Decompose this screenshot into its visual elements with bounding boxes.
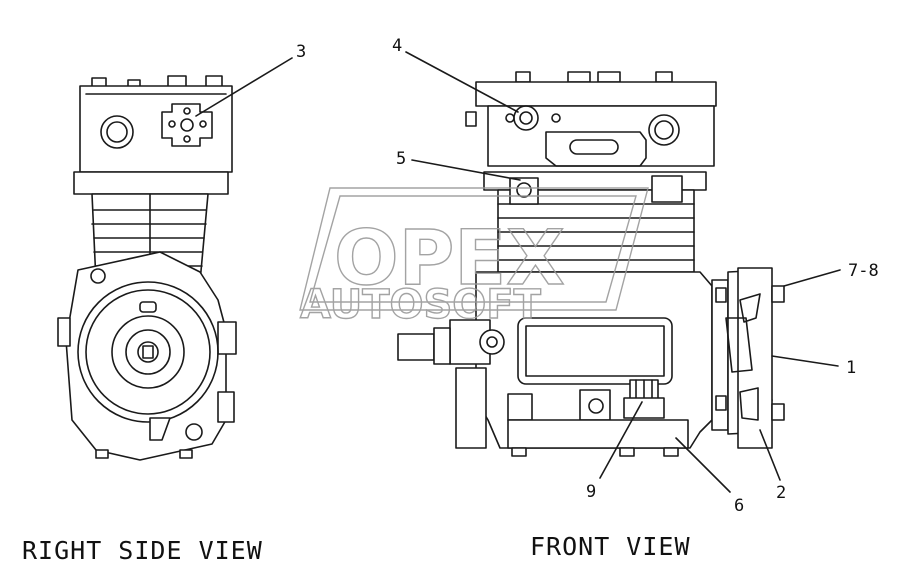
right-head-gasket bbox=[73, 171, 229, 195]
caption-right-side-view: RIGHT SIDE VIEW bbox=[22, 536, 263, 565]
right-mounting-ring bbox=[77, 281, 219, 423]
leader-lines bbox=[195, 51, 841, 493]
watermark: OPEX AUTOSOFT bbox=[299, 187, 649, 329]
callout-1: 1 bbox=[846, 358, 856, 378]
watermark-frame bbox=[299, 187, 649, 311]
callout-6: 6 bbox=[734, 496, 744, 516]
watermark-line1: OPEX bbox=[334, 213, 565, 302]
front-base bbox=[507, 419, 689, 449]
callout-7-8: 7-8 bbox=[848, 261, 879, 281]
front-view-drawing bbox=[397, 71, 785, 457]
callout-4: 4 bbox=[392, 36, 402, 56]
front-head-bolts bbox=[515, 71, 673, 83]
caption-front-view: FRONT VIEW bbox=[530, 532, 691, 561]
right-head-bolts bbox=[91, 75, 223, 89]
right-side-view-drawing bbox=[57, 75, 237, 461]
front-cylinder-fins bbox=[497, 175, 695, 283]
callout-3: 3 bbox=[296, 42, 306, 62]
callout-9: 9 bbox=[586, 482, 596, 502]
front-inspection-window bbox=[517, 317, 673, 385]
front-port-fitting bbox=[623, 379, 665, 419]
front-drive-fitting bbox=[397, 319, 505, 449]
callout-numbers: 3 4 5 7-8 1 9 6 2 bbox=[296, 36, 879, 516]
callout-2: 2 bbox=[776, 483, 786, 503]
front-cylinder-head bbox=[487, 105, 715, 167]
callout-5: 5 bbox=[396, 149, 406, 169]
watermark-line2: AUTOSOFT bbox=[300, 282, 542, 328]
front-drive-flange bbox=[711, 267, 785, 449]
front-head-top bbox=[475, 81, 717, 107]
right-head-port bbox=[100, 115, 134, 149]
